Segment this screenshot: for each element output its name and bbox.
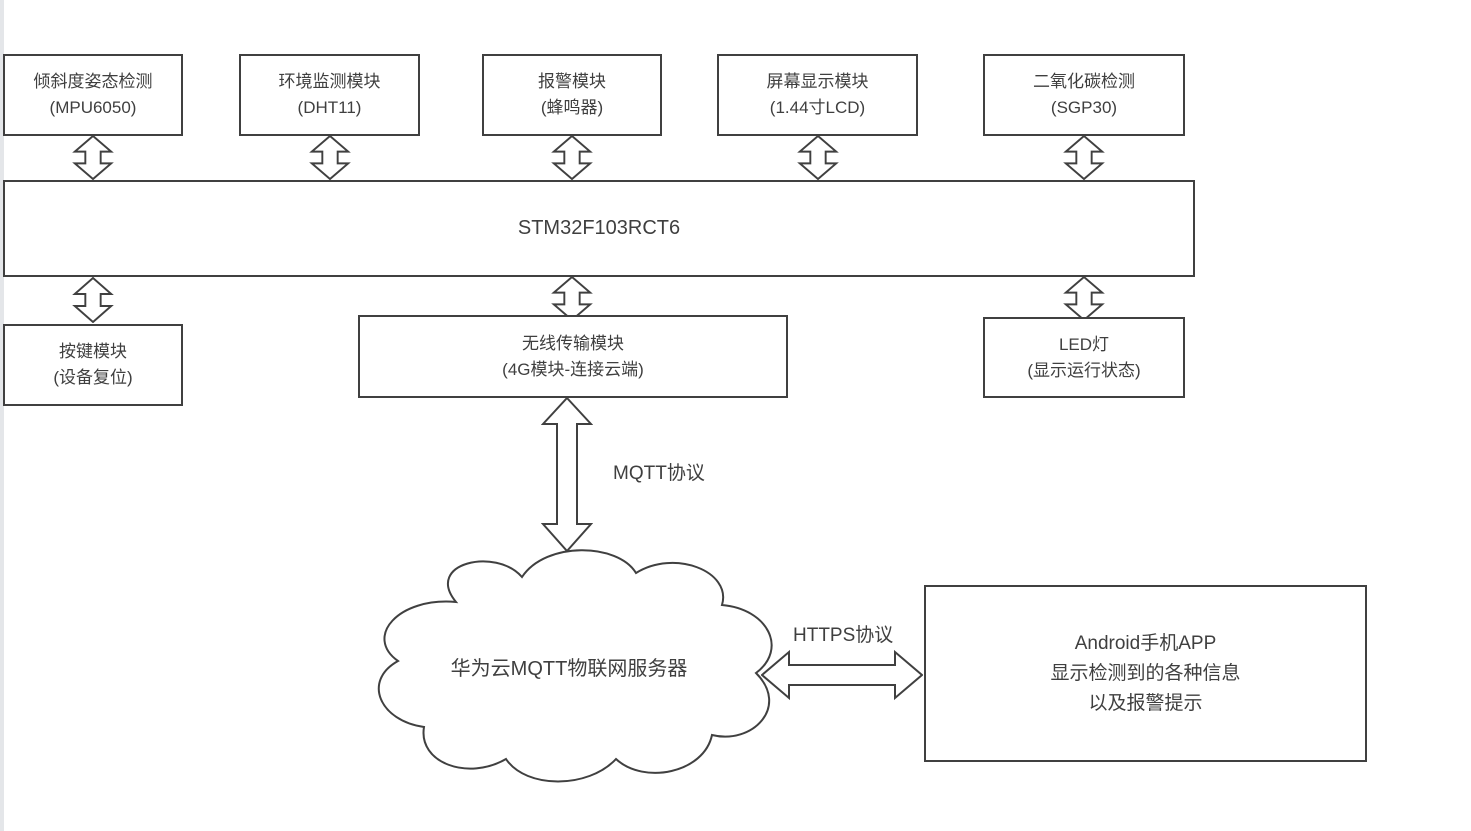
node-led-module[interactable]: LED灯 (显示运行状态) [983, 317, 1185, 398]
node-wireless-module[interactable]: 无线传输模块 (4G模块-连接云端) [358, 315, 788, 398]
node-screen-display[interactable]: 屏幕显示模块 (1.44寸LCD) [717, 54, 918, 136]
node-co2-sensor-sublabel: (SGP30) [1050, 98, 1118, 117]
node-cloud-server[interactable]: 华为云MQTT物联网服务器 [360, 545, 778, 788]
node-tilt-sensor[interactable]: 倾斜度姿态检测 (MPU6050) [3, 54, 183, 136]
node-android-app[interactable]: Android手机APP 显示检测到的各种信息 以及报警提示 [924, 585, 1367, 762]
double-arrow-connector-screen-mcu[interactable] [795, 135, 841, 180]
node-wireless-module-label: 无线传输模块 [522, 333, 624, 353]
node-tilt-sensor-label: 倾斜度姿态检测 [33, 72, 153, 91]
left-edge-strip [0, 0, 4, 831]
node-screen-display-label: 屏幕显示模块 [766, 72, 869, 91]
node-alarm-module-label: 报警模块 [538, 72, 606, 91]
node-wireless-module-sublabel: (4G模块-连接云端) [502, 359, 644, 379]
node-key-module[interactable]: 按键模块 (设备复位) [3, 324, 183, 406]
node-led-module-label: LED灯 [1058, 334, 1110, 354]
mqtt-protocol-label: MQTT协议 [613, 463, 705, 484]
double-arrow-connector-alarm-mcu[interactable] [549, 135, 595, 180]
node-key-module-label: 按键模块 [59, 342, 127, 361]
block-arrow-connector-wireless-cloud[interactable] [541, 397, 593, 552]
node-alarm-module[interactable]: 报警模块 (蜂鸣器) [482, 54, 662, 136]
cloud-shape-icon [377, 549, 773, 783]
node-mcu-label: STM32F103RCT6 [517, 217, 681, 239]
node-env-monitor-sublabel: (DHT11) [297, 98, 362, 117]
node-alarm-module-sublabel: (蜂鸣器) [540, 98, 604, 117]
node-co2-sensor-label: 二氧化碳检测 [1033, 72, 1135, 91]
node-led-module-sublabel: (显示运行状态) [1027, 360, 1141, 380]
double-arrow-connector-mcu-key[interactable] [70, 277, 116, 323]
node-android-app-line2: 显示检测到的各种信息 [1050, 662, 1241, 684]
node-cloud-server-label: 华为云MQTT物联网服务器 [450, 658, 688, 680]
double-arrow-connector-env-mcu[interactable] [307, 135, 353, 180]
node-env-monitor[interactable]: 环境监测模块 (DHT11) [239, 54, 420, 136]
node-co2-sensor[interactable]: 二氧化碳检测 (SGP30) [983, 54, 1185, 136]
double-arrow-connector-mcu-led[interactable] [1061, 276, 1107, 321]
https-protocol-label: HTTPS协议 [793, 625, 894, 646]
block-arrow-connector-cloud-app[interactable] [761, 649, 923, 701]
node-tilt-sensor-sublabel: (MPU6050) [49, 98, 137, 117]
node-android-app-title: Android手机APP [1074, 632, 1217, 654]
double-arrow-connector-co2-mcu[interactable] [1061, 135, 1107, 180]
node-mcu[interactable]: STM32F103RCT6 [3, 180, 1195, 277]
node-android-app-line3: 以及报警提示 [1088, 692, 1203, 714]
node-key-module-sublabel: (设备复位) [53, 368, 133, 387]
node-screen-display-sublabel: (1.44寸LCD) [769, 98, 866, 117]
double-arrow-connector-tilt-mcu[interactable] [70, 135, 116, 180]
node-env-monitor-label: 环境监测模块 [278, 72, 381, 91]
